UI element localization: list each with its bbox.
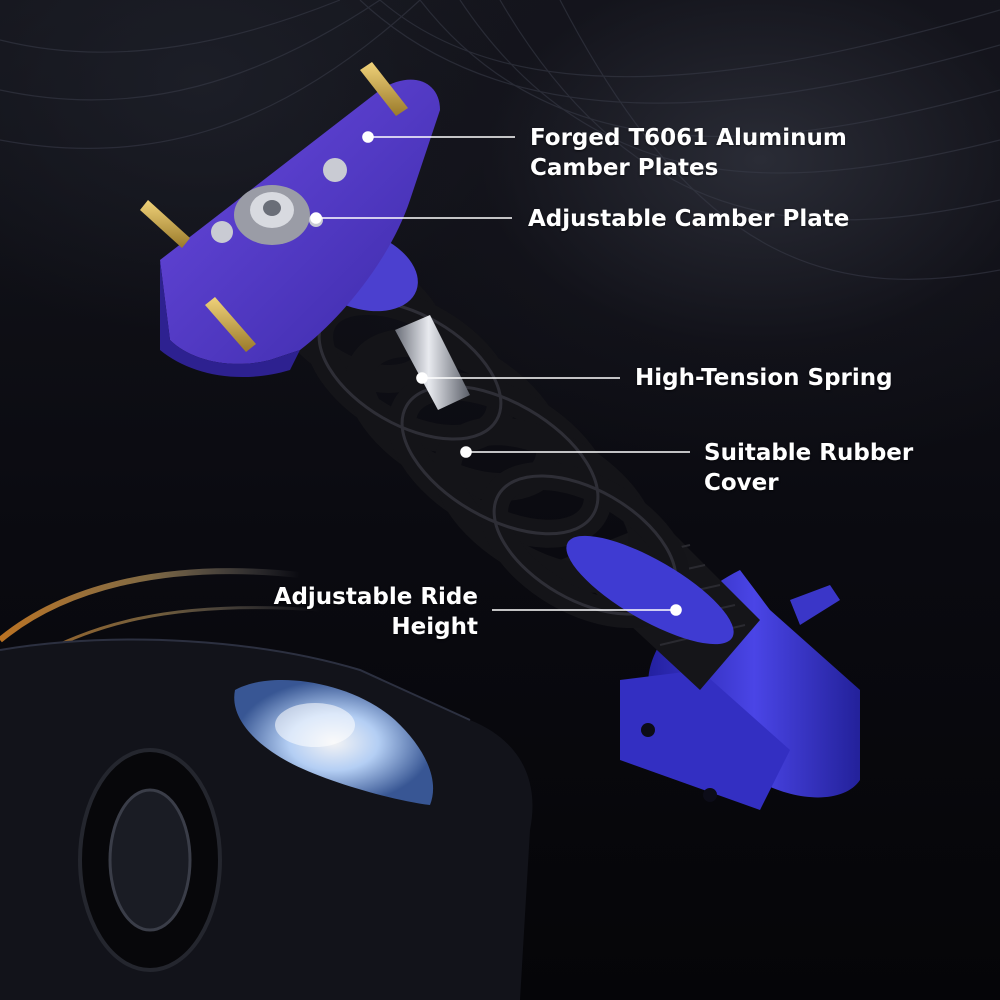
callout-lines — [310, 131, 690, 616]
callout-spring-line1: High-Tension Spring — [635, 365, 893, 391]
callout-adjustable-camber: Adjustable Camber Plate — [528, 204, 849, 234]
callout-spring: High-Tension Spring — [635, 363, 893, 393]
headlight-icon — [234, 680, 434, 805]
callout-ride-height-line1: Adjustable Ride — [273, 584, 478, 610]
coilover-part — [140, 62, 860, 810]
background-swirls — [0, 0, 1000, 280]
callout-adjustable-camber-line1: Adjustable Camber Plate — [528, 206, 850, 232]
callout-camber-plates: Forged T6061 Aluminum Camber Plates — [530, 123, 847, 183]
callout-ride-height-line2: Height — [391, 614, 478, 640]
callout-rubber-cover-line1: Suitable Rubber — [704, 440, 914, 466]
callout-camber-plates-line2: Camber Plates — [530, 155, 719, 181]
mount-studs — [140, 62, 408, 352]
callout-camber-plates-line1: Forged T6061 Aluminum — [530, 125, 847, 151]
callout-ride-height: Adjustable Ride Height — [230, 582, 478, 642]
callout-rubber-cover-line2: Cover — [704, 470, 779, 496]
callout-rubber-cover: Suitable Rubber Cover — [704, 438, 913, 498]
